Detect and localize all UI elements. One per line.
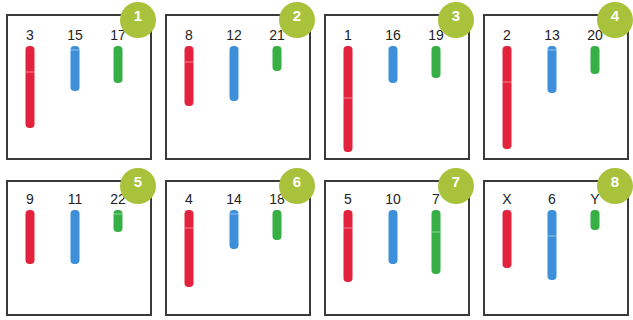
callout-number: 2 [279, 2, 315, 30]
chromosome-number: 8 [171, 27, 207, 43]
chromosome-number: 9 [12, 191, 48, 207]
chromosome-number: X [489, 191, 525, 207]
callout-badge: 5 [120, 168, 156, 204]
chromosome-number: 5 [330, 191, 366, 207]
callout-badge: 7 [438, 168, 474, 204]
karyotype-panel: X6Y8 [483, 180, 629, 316]
callout-badge: 1 [120, 2, 156, 38]
chromosome-number: 11 [57, 191, 93, 207]
karyotype-panel: 812212 [165, 14, 311, 160]
karyotype-panel: 51077 [324, 180, 470, 316]
callout-number: 8 [597, 168, 633, 196]
karyotype-panel: 414186 [165, 180, 311, 316]
chromosome-number: 3 [12, 27, 48, 43]
callout-number: 6 [279, 168, 315, 196]
callout-badge: 4 [597, 2, 633, 38]
callout-badge: 2 [279, 2, 315, 38]
callout-number: 5 [120, 168, 156, 196]
chromosome-number: 2 [489, 27, 525, 43]
karyotype-panel: 911225 [6, 180, 152, 316]
chromosome-number: 13 [534, 27, 570, 43]
chromosome-number: 16 [375, 27, 411, 43]
chromosome-number: 15 [57, 27, 93, 43]
chromosome-number: 12 [216, 27, 252, 43]
karyotype-panel: 213204 [483, 14, 629, 160]
callout-number: 7 [438, 168, 474, 196]
chromosome-bars [26, 46, 600, 287]
chromosome-number: 10 [375, 191, 411, 207]
karyotype-panel: 315171 [6, 14, 152, 160]
callout-badge: 8 [597, 168, 633, 204]
callout-number: 4 [597, 2, 633, 30]
callout-badge: 6 [279, 168, 315, 204]
chromosome-number: 1 [330, 27, 366, 43]
karyotype-panel: 116193 [324, 14, 470, 160]
callout-badge: 3 [438, 2, 474, 38]
centromere-marks [26, 50, 557, 236]
chromosome-number: 6 [534, 191, 570, 207]
chromosome-number: 4 [171, 191, 207, 207]
chromosome-number: 14 [216, 191, 252, 207]
callout-number: 3 [438, 2, 474, 30]
callout-number: 1 [120, 2, 156, 30]
